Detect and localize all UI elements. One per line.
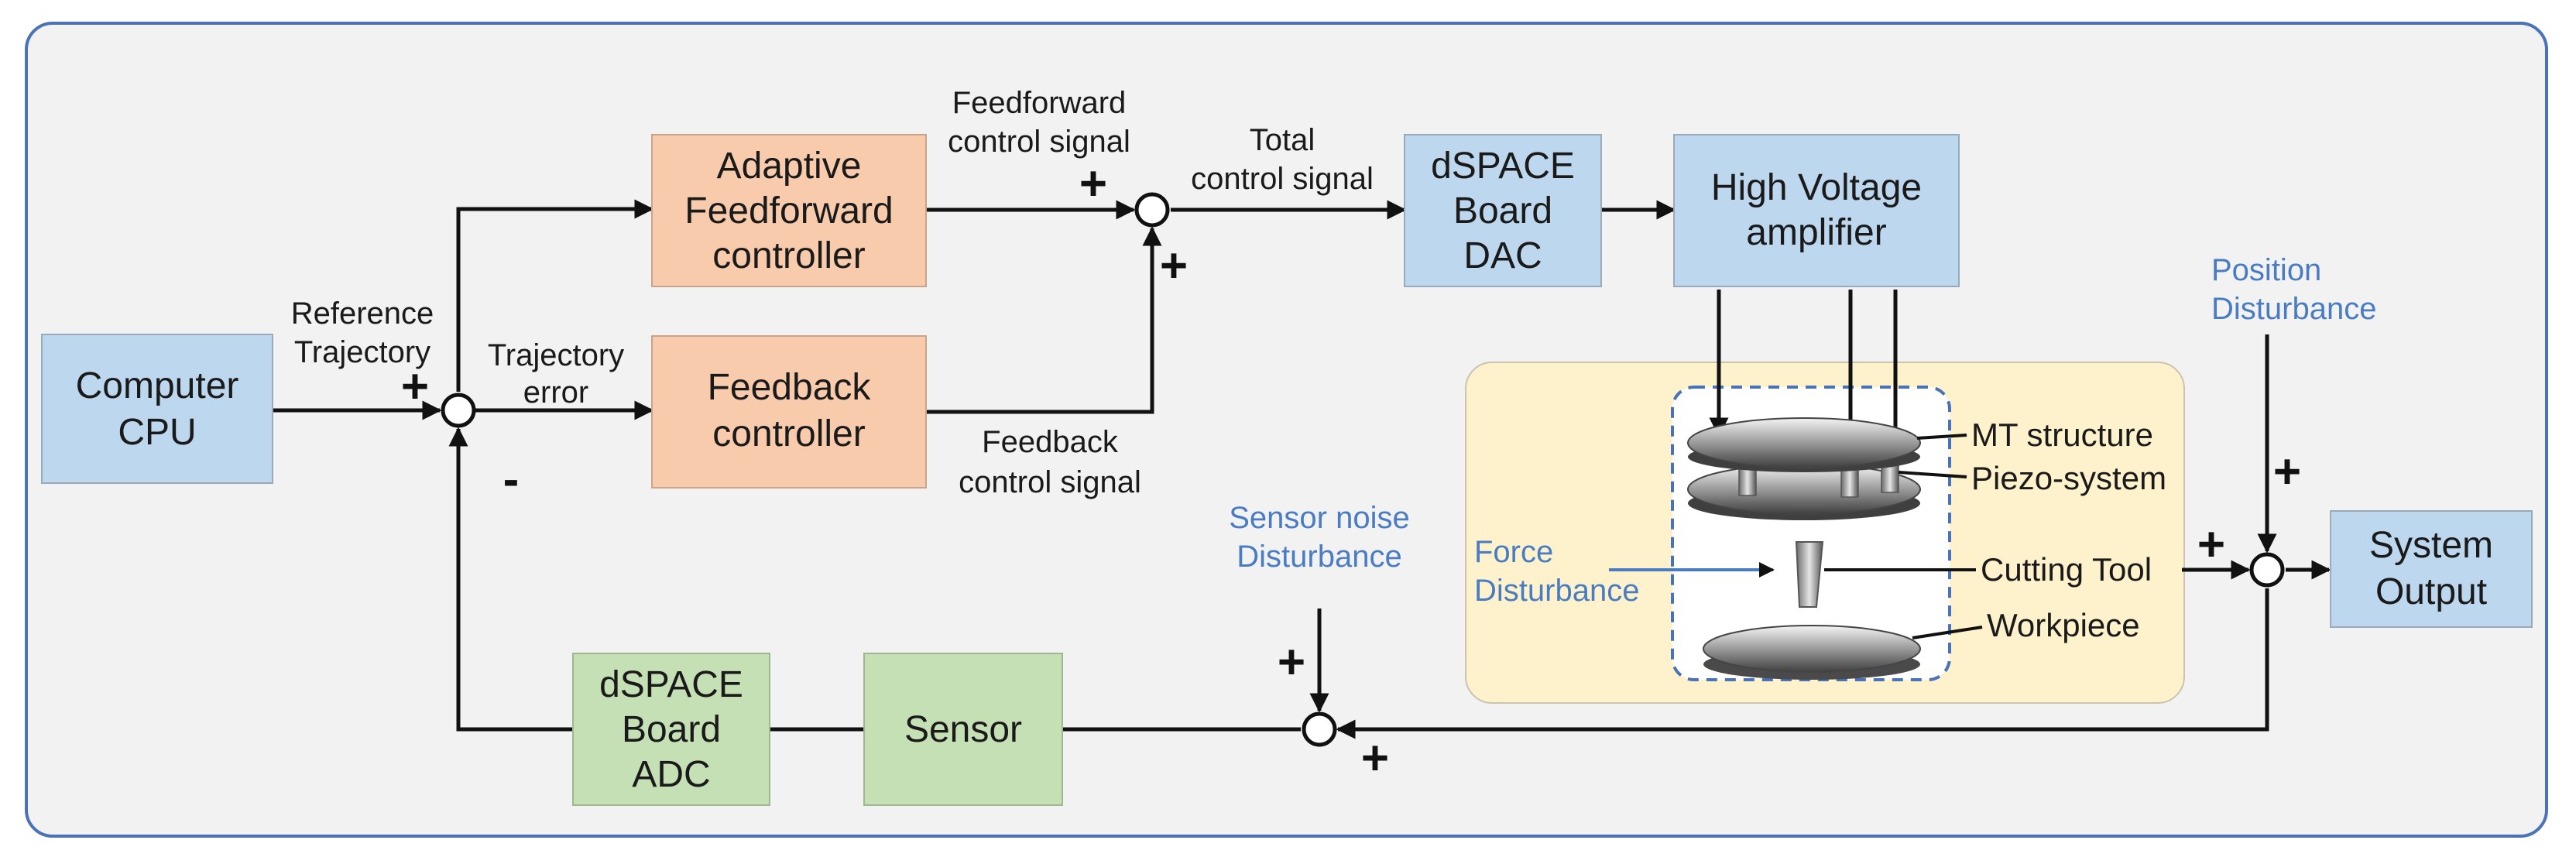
trajectory-error-label-1: Trajectory (488, 338, 624, 372)
sum-junction-output (2249, 552, 2285, 588)
sum-junction-control (1134, 192, 1170, 228)
dac-label-1: dSPACE (1431, 146, 1575, 187)
computer-cpu-label-2: CPU (118, 412, 196, 453)
adaptive-ff-label-2: Feedforward (684, 190, 893, 231)
sensor-noise-label-1: Sensor noise (1229, 501, 1409, 535)
sign-plus-output-feedback: + (1361, 732, 1389, 785)
adc-label-3: ADC (632, 754, 710, 795)
sensor-noise-label-2: Disturbance (1237, 540, 1401, 574)
ff-signal-label-1: Feedforward (952, 86, 1127, 120)
position-disturbance-label-2: Disturbance (2211, 292, 2376, 326)
adc-label-2: Board (622, 709, 721, 750)
adaptive-ff-label-3: controller (712, 235, 865, 276)
hv-amp-label-1: High Voltage (1711, 167, 1922, 208)
dspace-adc-block: dSPACE Board ADC (572, 653, 770, 806)
ff-signal-label-2: control signal (948, 125, 1130, 159)
feedback-label-2: controller (712, 413, 865, 454)
force-disturbance-label-1: Force (1474, 535, 1553, 569)
total-signal-label-1: Total (1250, 123, 1315, 157)
feedback-label-1: Feedback (708, 367, 872, 408)
sign-plus-position: + (2273, 445, 2301, 499)
force-disturbance-label-2: Disturbance (1474, 574, 1639, 608)
cutting-tool-label: Cutting Tool (1981, 551, 2152, 588)
dspace-dac-block: dSPACE Board DAC (1404, 134, 1602, 287)
sign-plus-plant: + (2197, 518, 2225, 571)
workpiece-label: Workpiece (1987, 607, 2140, 643)
mt-structure-label: MT structure (1971, 417, 2153, 453)
computer-cpu-block: Computer CPU (41, 334, 273, 484)
computer-cpu-label-1: Computer (76, 365, 239, 406)
fb-signal-label-1: Feedback (982, 425, 1119, 459)
hv-amp-label-2: amplifier (1746, 212, 1886, 253)
reference-label-2: Trajectory (294, 335, 430, 369)
dac-label-2: Board (1453, 190, 1552, 231)
adaptive-feedforward-block: Adaptive Feedforward controller (651, 134, 927, 287)
piezo-system-label: Piezo-system (1971, 460, 2166, 496)
sum-junction-sensor (1302, 711, 1337, 747)
feedback-controller-block: Feedback controller (651, 335, 927, 489)
part-leader-lines (1824, 434, 1983, 639)
sign-minus-feedback: - (503, 453, 520, 506)
signal-wires (273, 199, 2331, 739)
system-output-label-2: Output (2375, 571, 2487, 612)
position-disturbance-label-1: Position (2211, 253, 2321, 287)
micro-tool-illustration (1687, 417, 1921, 680)
fb-signal-label-2: control signal (959, 465, 1141, 499)
system-output-block: System Output (2330, 510, 2533, 628)
high-voltage-amplifier-block: High Voltage amplifier (1673, 134, 1960, 287)
sign-plus-feedback-control: + (1160, 239, 1188, 293)
reference-label-1: Reference (291, 297, 434, 331)
dac-label-3: DAC (1463, 235, 1542, 276)
sign-plus-feedforward: + (1079, 157, 1107, 211)
adaptive-ff-label-1: Adaptive (717, 146, 862, 187)
adc-label-1: dSPACE (599, 664, 743, 705)
sign-plus-sensor-noise: + (1278, 636, 1305, 689)
sensor-block: Sensor (863, 653, 1063, 806)
trajectory-error-label-2: error (523, 375, 588, 410)
sensor-label: Sensor (904, 709, 1022, 750)
total-signal-label-2: control signal (1191, 162, 1374, 196)
sum-junction-error (441, 393, 476, 428)
sign-plus-reference: + (401, 360, 429, 413)
system-output-label-1: System (2369, 525, 2493, 566)
